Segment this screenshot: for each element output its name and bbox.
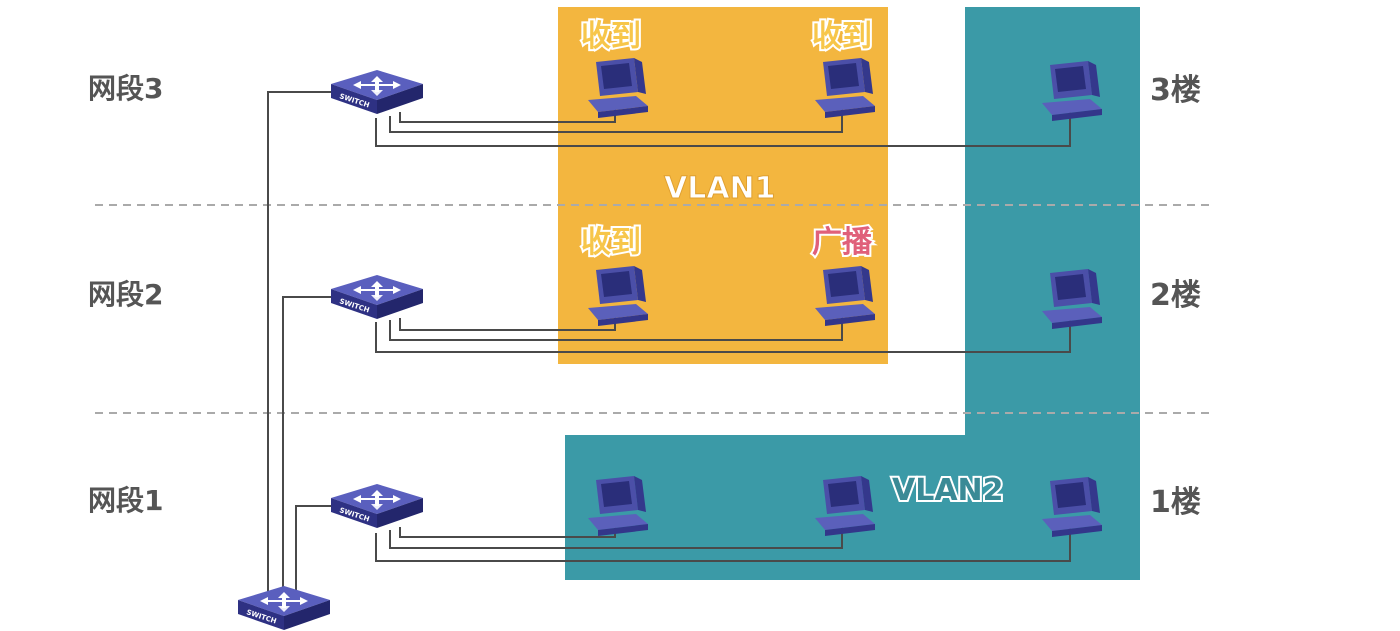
segment-label-1: 网段1 <box>88 484 163 517</box>
switch-floor3: SWITCH <box>331 70 423 114</box>
status-broadcast-f2-right: 广播 <box>812 225 873 260</box>
trunk-wires <box>267 91 331 600</box>
vlan1-label: VLAN1 <box>664 171 776 206</box>
floor-label-3: 3楼 <box>1150 73 1201 108</box>
status-received-f3-left: 收到 <box>581 19 641 54</box>
segment-label-3: 网段3 <box>88 72 163 105</box>
switch-floor2: SWITCH <box>331 275 423 319</box>
segment-label-2: 网段2 <box>88 278 163 311</box>
floor-label-1: 1楼 <box>1150 485 1201 520</box>
vlan2-zone <box>565 7 1140 580</box>
status-received-f2-left: 收到 <box>581 225 641 260</box>
status-received-f3-right: 收到 <box>812 19 872 54</box>
vlan2-label: VLAN2 <box>892 473 1004 508</box>
switch-core: SWITCH <box>238 586 330 630</box>
switch-floor1: SWITCH <box>331 484 423 528</box>
floor-label-2: 2楼 <box>1150 278 1201 313</box>
